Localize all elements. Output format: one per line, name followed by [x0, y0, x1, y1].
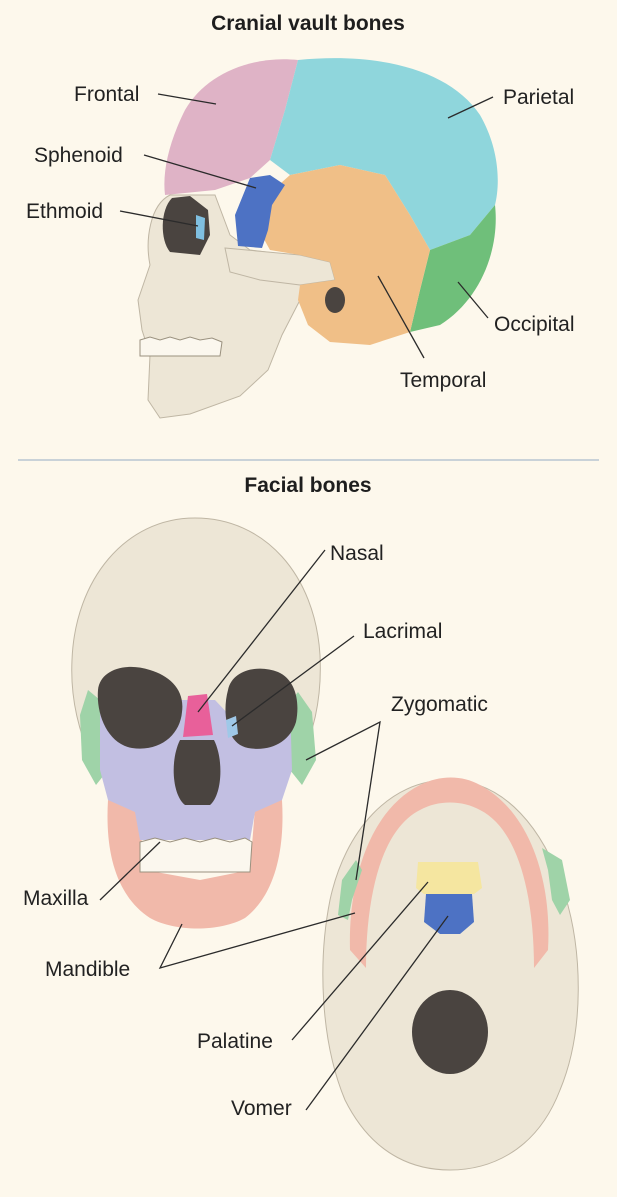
label-frontal: Frontal — [74, 83, 139, 106]
right-orbit — [225, 668, 298, 749]
cranial-labels: Frontal Parietal Sphenoid Ethmoid Occipi… — [26, 83, 575, 392]
cranial-section-title: Cranial vault bones — [211, 12, 405, 35]
front-teeth — [139, 837, 253, 873]
parietal-bone — [270, 58, 498, 250]
sphenoid-bone — [235, 175, 285, 248]
frontal-view-skull-illustration — [71, 517, 321, 929]
inferior-vomer — [424, 894, 474, 934]
label-palatine: Palatine — [197, 1030, 273, 1053]
front-mandible — [107, 800, 283, 929]
label-lacrimal: Lacrimal — [363, 620, 442, 643]
label-zygomatic: Zygomatic — [391, 693, 488, 716]
label-sphenoid: Sphenoid — [34, 144, 123, 167]
ear-canal — [325, 287, 345, 313]
temporal-bone — [260, 165, 430, 345]
label-mandible: Mandible — [45, 958, 130, 981]
facial-labels: Nasal Lacrimal Zygomatic Maxilla Mandibl… — [23, 542, 488, 1120]
left-orbit — [97, 666, 183, 749]
label-maxilla: Maxilla — [23, 887, 89, 910]
label-ethmoid: Ethmoid — [26, 200, 103, 223]
cranial-leader-lines — [119, 93, 494, 359]
lateral-teeth — [139, 336, 223, 357]
nasal-cavity — [173, 740, 221, 805]
lateral-eye-socket — [162, 196, 210, 255]
inferior-palatine — [416, 862, 482, 894]
lateral-skull-illustration — [137, 58, 498, 419]
label-parietal: Parietal — [503, 86, 574, 109]
label-vomer: Vomer — [231, 1097, 292, 1120]
inferior-mandible — [349, 777, 549, 968]
label-occipital: Occipital — [494, 313, 575, 336]
ethmoid-bone — [196, 215, 205, 240]
inferior-zygomatic-left — [338, 860, 362, 920]
frontal-bone — [164, 59, 298, 196]
front-nasal — [183, 694, 213, 737]
occipital-bone — [410, 205, 496, 332]
inferior-zygomatic-right — [542, 848, 570, 915]
label-nasal: Nasal — [330, 542, 384, 565]
facial-section-title: Facial bones — [244, 474, 371, 497]
label-temporal: Temporal — [400, 369, 486, 392]
inferior-cranium — [322, 779, 579, 1171]
inferior-view-skull-illustration — [322, 777, 579, 1171]
foramen-magnum — [412, 990, 488, 1074]
facial-leader-lines — [99, 549, 449, 1111]
front-lacrimal — [226, 716, 238, 738]
